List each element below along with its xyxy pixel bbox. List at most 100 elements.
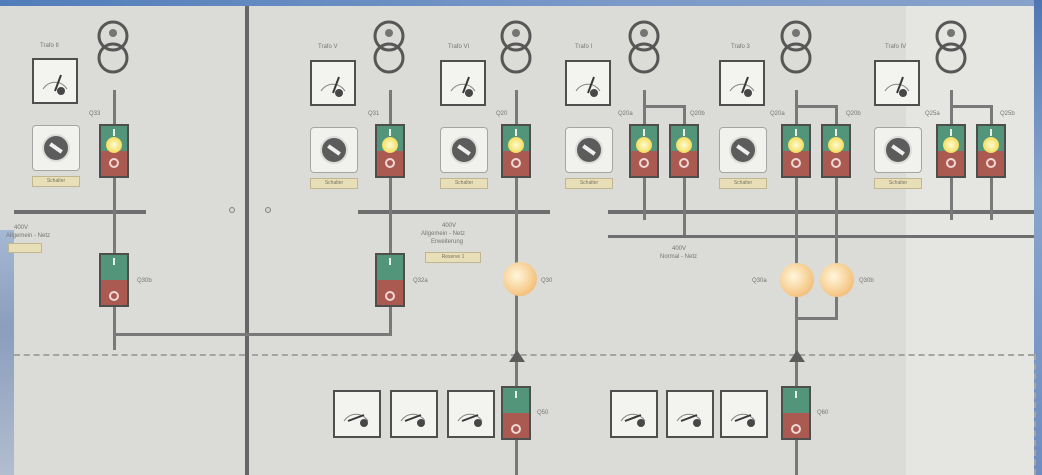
wire-q33 (113, 90, 116, 350)
dashed-line-left (14, 354, 245, 356)
right-busbar-upper (608, 210, 1034, 214)
label-q25a: Q25a (925, 111, 940, 117)
transformer-icon (780, 20, 812, 74)
label-q30b-2: Q30b (859, 278, 874, 284)
label-q32a: Q32a (413, 278, 428, 284)
breaker-switch[interactable] (629, 124, 659, 178)
label-q33: Q33 (89, 111, 101, 117)
transformer-icon (373, 20, 405, 74)
wire-split-1 (643, 105, 686, 108)
status-lamp (503, 262, 537, 296)
label-middle-bus-3: Erweiterung (431, 239, 464, 245)
knob-plate: Schalter (874, 178, 922, 189)
knob-plate: Schalter (719, 178, 767, 189)
right-edge (1034, 0, 1042, 475)
breaker-switch[interactable] (375, 124, 405, 178)
label-middle-bus-2: Allgemein - Netz (421, 231, 466, 237)
selector-knob[interactable] (874, 127, 922, 173)
label-trafo-2: Trafo II (40, 43, 59, 49)
wire-q31 (389, 90, 392, 336)
wire-bottom-link (113, 333, 391, 336)
label-trafo-3: Trafo 3 (731, 44, 750, 50)
label-q20b-2: Q20b (846, 111, 861, 117)
right-panel-section (906, 6, 1034, 475)
transformer-icon (500, 20, 532, 74)
dashed-line-right (252, 354, 1034, 356)
label-q20a-2: Q20a (770, 111, 785, 117)
knob-plate: Schalter (310, 178, 358, 189)
label-left-bus-1: 400V (14, 225, 29, 231)
breaker-switch[interactable] (501, 386, 531, 440)
transformer-icon (935, 20, 967, 74)
label-q30: Q30 (541, 278, 553, 284)
meter-gauge (32, 58, 78, 104)
cabinet-divider (245, 6, 249, 475)
status-lamp (820, 263, 854, 297)
panel-screw (265, 207, 271, 213)
label-trafo-6: Trafo VI (448, 44, 470, 50)
left-bus-plate (8, 243, 42, 253)
selector-knob[interactable] (440, 127, 488, 173)
knob-plate: Schalter (440, 178, 488, 189)
label-right-bus-2: Normal - Netz (660, 254, 698, 260)
selector-knob[interactable] (565, 127, 613, 173)
selector-knob[interactable] (32, 125, 80, 171)
label-q20b: Q20b (690, 111, 705, 117)
breaker-switch[interactable] (821, 124, 851, 178)
dashed-line-vertical (1034, 354, 1036, 475)
wire-q30b (835, 105, 838, 320)
status-lamp (780, 263, 814, 297)
wire-split-3 (950, 105, 993, 108)
selector-knob[interactable] (310, 127, 358, 173)
label-q20a: Q20a (618, 111, 633, 117)
meter-gauge (333, 390, 381, 438)
meter-gauge (610, 390, 658, 438)
middle-bus-plate: Reserve 1 (425, 252, 481, 263)
label-left-bus-2: Allgemein - Netz (6, 233, 51, 239)
wire-split-2 (795, 105, 838, 108)
meter-gauge (874, 60, 920, 106)
selector-knob[interactable] (719, 127, 767, 173)
label-trafo-1: Trafo I (575, 44, 593, 50)
transformer-icon (97, 20, 129, 74)
meter-gauge (565, 60, 611, 106)
breaker-switch[interactable] (781, 124, 811, 178)
breaker-switch[interactable] (781, 386, 811, 440)
label-right-bus-1: 400V (672, 246, 687, 252)
label-q50: Q50 (537, 410, 549, 416)
wire-loop (795, 317, 838, 320)
label-q31: Q31 (368, 111, 380, 117)
right-busbar-lower (608, 235, 1034, 238)
arrow-up-icon (509, 350, 525, 362)
meter-gauge (720, 390, 768, 438)
breaker-switch[interactable] (936, 124, 966, 178)
transformer-icon (628, 20, 660, 74)
label-q60: Q60 (817, 410, 829, 416)
top-edge (0, 0, 1042, 6)
breaker-switch[interactable] (976, 124, 1006, 178)
label-trafo-4: Trafo IV (885, 44, 907, 50)
middle-busbar (358, 210, 550, 214)
knob-plate: Schalter (32, 176, 80, 187)
meter-gauge (719, 60, 765, 106)
label-q20: Q20 (496, 111, 508, 117)
breaker-switch[interactable] (501, 124, 531, 178)
breaker-switch[interactable] (99, 253, 129, 307)
label-q30b: Q30b (137, 278, 152, 284)
label-q30a: Q30a (752, 278, 767, 284)
meter-gauge (666, 390, 714, 438)
arrow-up-icon (789, 350, 805, 362)
breaker-switch[interactable] (99, 124, 129, 178)
breaker-switch[interactable] (669, 124, 699, 178)
left-edge (0, 230, 14, 475)
breaker-switch[interactable] (375, 253, 405, 307)
label-middle-bus-1: 400V (442, 223, 457, 229)
knob-plate: Schalter (565, 178, 613, 189)
meter-gauge (310, 60, 356, 106)
meter-gauge (447, 390, 495, 438)
left-busbar (14, 210, 146, 214)
label-trafo-5: Trafo V (318, 44, 338, 50)
meter-gauge (440, 60, 486, 106)
label-q25b: Q25b (1000, 111, 1015, 117)
